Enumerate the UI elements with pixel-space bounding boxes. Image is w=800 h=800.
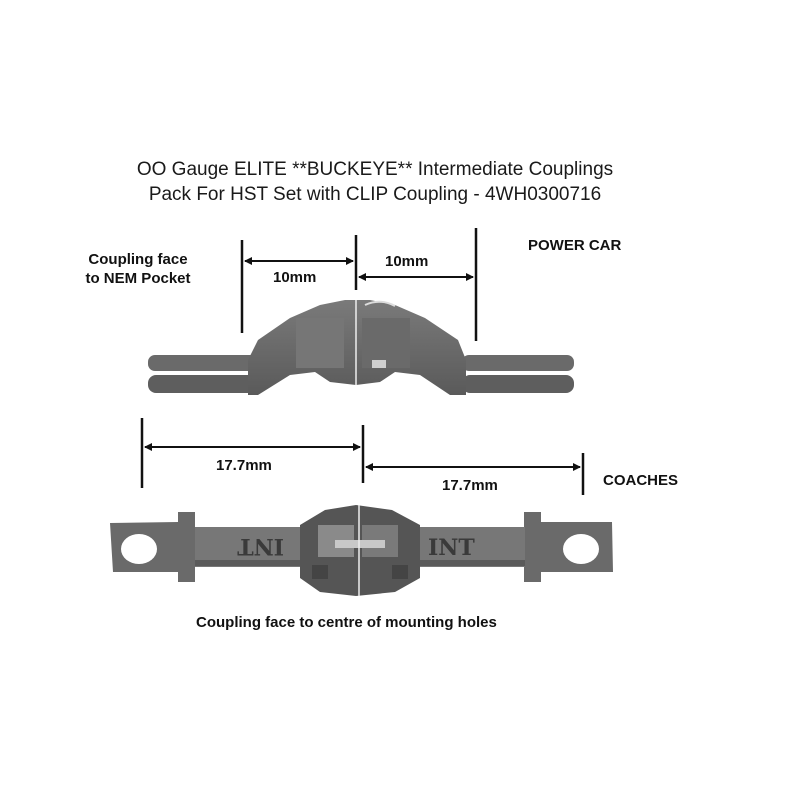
side-label-line-1: Coupling face [88,251,188,268]
coaches-dim-right: 17.7mm [442,477,498,494]
power-car-side-label: Coupling face to NEM Pocket [73,250,203,288]
coaches-coupling-image: INT INT [110,505,613,596]
coaches-dim-left: 17.7mm [216,457,272,474]
embossed-int-right: INT [428,535,475,561]
embossed-int-left: INT [237,533,284,559]
power-car-dim-right: 10mm [385,253,429,270]
side-label-line-2: to NEM Pocket [85,270,191,287]
power-car-dim-left: 10mm [273,269,317,286]
title-line-2: Pack For HST Set with CLIP Coupling - 4W… [148,184,602,205]
coaches-dimension-lines [140,418,585,495]
coaches-caption: Coupling face to centre of mounting hole… [196,614,497,631]
coaches-label: COACHES [603,472,679,489]
power-car-label: POWER CAR [528,237,622,254]
title-line-1: OO Gauge ELITE **BUCKEYE** Intermediate … [136,159,614,180]
power-car-dimension-lines [240,228,478,341]
power-car-coupling-image [148,300,574,395]
